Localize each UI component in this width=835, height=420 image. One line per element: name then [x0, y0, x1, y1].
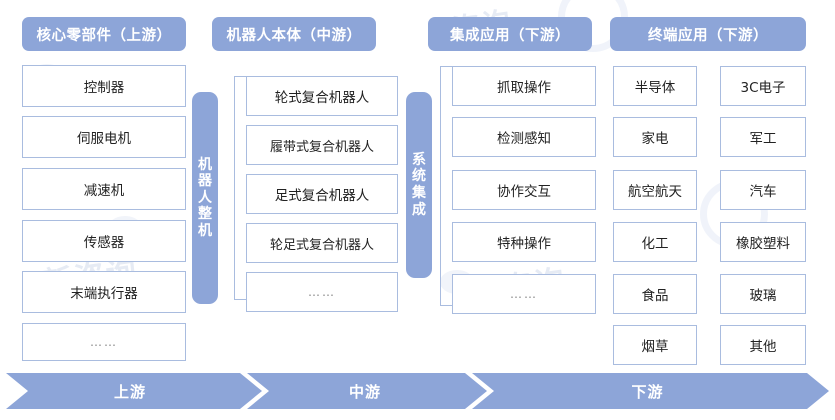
midstream-bracket	[234, 76, 246, 300]
midstream-item-4[interactable]: ……	[246, 272, 398, 312]
terminal-right-item-4[interactable]: 玻璃	[720, 274, 806, 314]
header-midstream[interactable]: 机器人本体（中游）	[212, 17, 376, 51]
upstream-item-1[interactable]: 伺服电机	[22, 116, 186, 158]
terminal-left-item-5[interactable]: 烟草	[613, 325, 697, 365]
robot-body-vertical-label[interactable]: 机器人整机	[192, 92, 218, 304]
midstream-item-2[interactable]: 足式复合机器人	[246, 174, 398, 214]
terminal-right-item-5[interactable]: 其他	[720, 325, 806, 365]
upstream-item-3[interactable]: 传感器	[22, 220, 186, 262]
upstream-item-5[interactable]: ……	[22, 323, 186, 361]
robot-body-vertical-label-text: 机器人整机	[198, 156, 212, 239]
integrated-item-4[interactable]: ……	[452, 274, 596, 314]
upstream-item-4[interactable]: 末端执行器	[22, 271, 186, 313]
flow-arrow-midstream[interactable]: 中游	[247, 373, 487, 409]
terminal-left-item-0[interactable]: 半导体	[613, 66, 697, 106]
integrated-item-0[interactable]: 抓取操作	[452, 66, 596, 106]
terminal-right-item-2[interactable]: 汽车	[720, 170, 806, 210]
flow-arrow-midstream-label: 中游	[348, 382, 381, 401]
header-terminal[interactable]: 终端应用（下游）	[610, 17, 806, 51]
integrated-bracket	[440, 66, 452, 306]
integrated-item-3[interactable]: 特种操作	[452, 222, 596, 262]
terminal-left-item-3[interactable]: 化工	[613, 222, 697, 262]
flow-arrow-downstream-label: 下游	[631, 382, 664, 401]
header-upstream[interactable]: 核心零部件（上游）	[22, 17, 186, 51]
integrated-item-1[interactable]: 检测感知	[452, 117, 596, 157]
terminal-left-item-4[interactable]: 食品	[613, 274, 697, 314]
terminal-left-item-2[interactable]: 航空航天	[613, 170, 697, 210]
upstream-item-2[interactable]: 减速机	[22, 168, 186, 210]
terminal-right-item-1[interactable]: 军工	[720, 117, 806, 157]
midstream-item-0[interactable]: 轮式复合机器人	[246, 76, 398, 116]
system-integration-vertical-label[interactable]: 系统集成	[406, 92, 432, 278]
system-integration-vertical-label-text: 系统集成	[412, 151, 426, 218]
terminal-right-item-0[interactable]: 3C电子	[720, 66, 806, 106]
upstream-item-0[interactable]: 控制器	[22, 65, 186, 107]
midstream-item-3[interactable]: 轮足式复合机器人	[246, 223, 398, 263]
integrated-item-2[interactable]: 协作交互	[452, 170, 596, 210]
flow-arrow-upstream[interactable]: 上游	[6, 373, 262, 409]
terminal-left-item-1[interactable]: 家电	[613, 117, 697, 157]
header-integrated[interactable]: 集成应用（下游）	[428, 17, 592, 51]
flow-arrow-downstream[interactable]: 下游	[472, 373, 829, 409]
midstream-item-1[interactable]: 履带式复合机器人	[246, 125, 398, 165]
flow-arrow-upstream-label: 上游	[113, 382, 146, 401]
terminal-right-item-3[interactable]: 橡胶塑料	[720, 222, 806, 262]
